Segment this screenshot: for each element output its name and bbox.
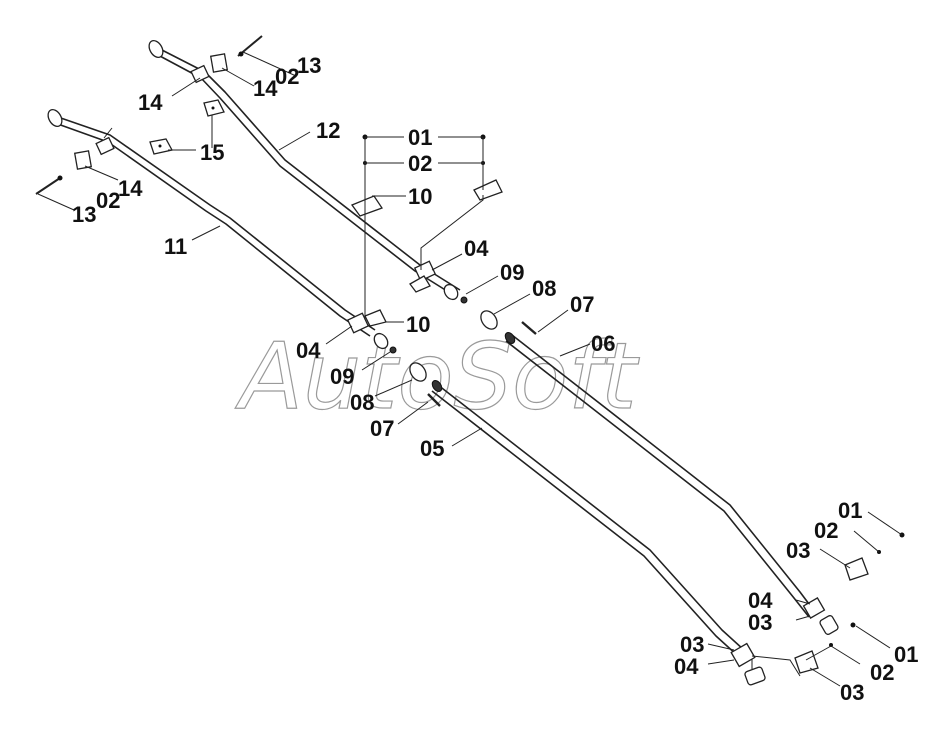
- callout-02: 02: [408, 151, 432, 176]
- callout-04: 04: [674, 654, 699, 679]
- union-08-lower: [409, 362, 443, 392]
- callout-02: 02: [870, 660, 894, 685]
- leader-lines: [37, 51, 903, 687]
- clamp-04-right-06: [802, 597, 826, 619]
- clamp-14-upper: [190, 64, 210, 84]
- callout-10: 10: [408, 184, 432, 209]
- callout-04: 04: [464, 236, 489, 261]
- clamp-04-center: [409, 260, 437, 293]
- pipe-end-flange-06: [819, 615, 839, 635]
- callout-14: 14: [253, 76, 278, 101]
- callout-09: 09: [330, 364, 354, 389]
- pipe-end-flange-05: [744, 655, 766, 686]
- pipe-05: [431, 384, 745, 657]
- callout-14: 14: [138, 90, 163, 115]
- pipe-end-flange-11: [47, 108, 63, 128]
- callout-01: 01: [838, 498, 862, 523]
- callout-05: 05: [420, 436, 444, 461]
- clamp-14-left: [95, 136, 115, 156]
- callout-04: 04: [748, 588, 773, 613]
- callout-09: 09: [500, 260, 524, 285]
- bracket-03-upper: [844, 557, 869, 581]
- watermark: AutoSoft: [235, 323, 640, 430]
- callout-13: 13: [297, 53, 321, 78]
- pipe-11: [54, 115, 376, 337]
- clamp-04-right-05: [730, 642, 756, 668]
- union-08-upper: [480, 310, 516, 344]
- bracket-15-plate: [203, 99, 225, 117]
- callout-07: 07: [370, 416, 394, 441]
- pipe-end-flange-12: [148, 39, 164, 59]
- callout-03: 03: [786, 538, 810, 563]
- callout-02: 02: [814, 518, 838, 543]
- callout-04: 04: [296, 338, 321, 363]
- callout-08: 08: [350, 390, 374, 415]
- bracket-14-top: [209, 53, 229, 73]
- callout-12: 12: [316, 118, 340, 143]
- bracket-15-plate-b: [149, 138, 173, 155]
- callout-07: 07: [570, 292, 594, 317]
- bracket-10-upper: [350, 195, 383, 217]
- callout-02: 02: [96, 188, 120, 213]
- bolt-13-left: [35, 175, 63, 195]
- bracket-14-left: [73, 150, 93, 170]
- nut-09-lower: [373, 332, 397, 354]
- bolt-07-upper: [521, 321, 537, 335]
- callout-15: 15: [200, 140, 224, 165]
- callout-11: 11: [164, 234, 187, 259]
- pipe-06: [505, 334, 816, 618]
- bracket-10-right: [473, 179, 503, 201]
- callout-06: 06: [591, 331, 615, 356]
- callout-01: 01: [894, 642, 918, 667]
- callout-10: 10: [406, 312, 430, 337]
- nut-09-upper: [443, 283, 468, 304]
- callout-08: 08: [532, 276, 556, 301]
- callout-03: 03: [680, 632, 704, 657]
- bolt-07-lower: [427, 393, 441, 407]
- callout-13: 13: [72, 202, 96, 227]
- bracket-03-lower: [794, 650, 819, 674]
- callout-02: 02: [275, 64, 299, 89]
- callout-03: 03: [748, 610, 772, 635]
- callout-14: 14: [118, 176, 143, 201]
- bolt-13-upper: [237, 35, 263, 57]
- callout-01: 01: [408, 125, 432, 150]
- callout-labels: 01 02 10 12 13 02 14 14 15 14 02 13 11 0…: [72, 53, 918, 705]
- callout-03: 03: [840, 680, 864, 705]
